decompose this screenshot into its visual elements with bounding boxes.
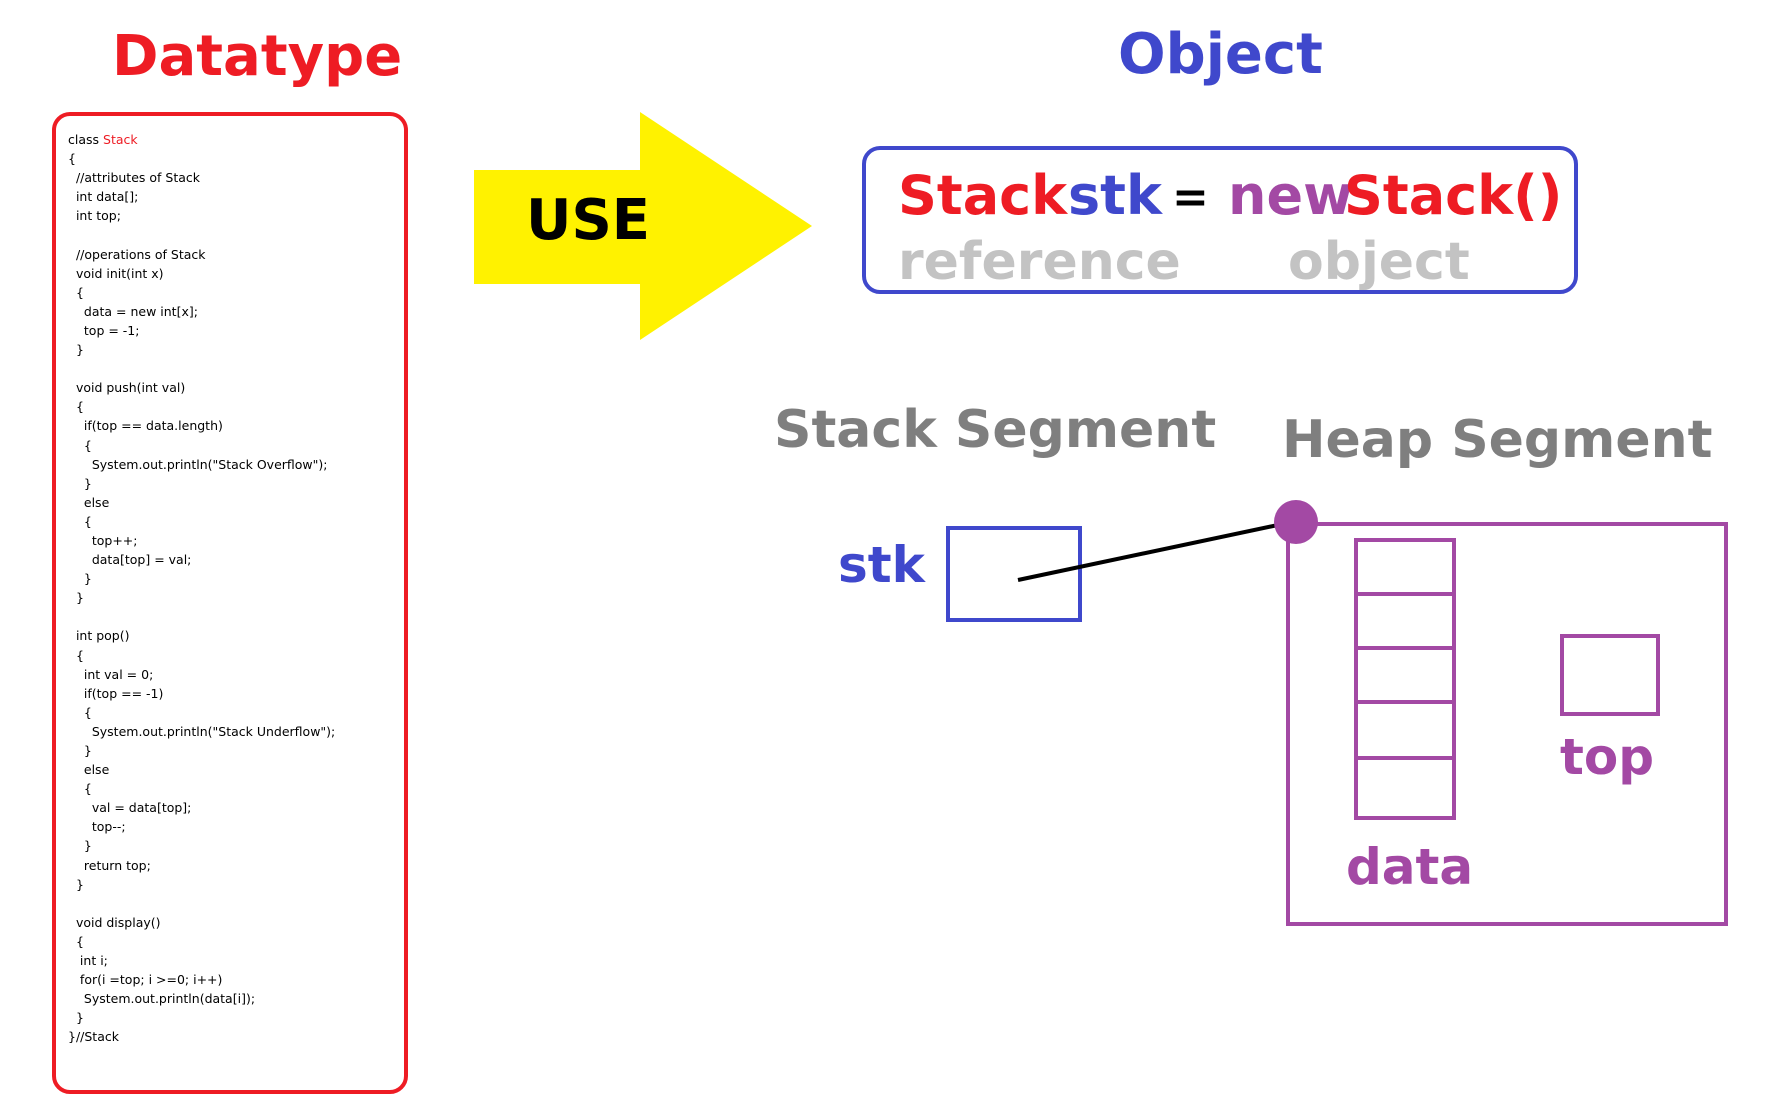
code-line: {	[68, 647, 84, 663]
code-line: int i;	[68, 953, 108, 969]
reference-label: reference	[898, 232, 1181, 292]
code-line: {	[68, 513, 92, 529]
code-line: void init(int x)	[68, 265, 164, 281]
code-line: data = new int[x];	[68, 303, 198, 319]
code-line: {	[68, 781, 92, 797]
code-box	[52, 112, 408, 1094]
code-line: {	[68, 704, 92, 720]
code-line: }//Stack	[68, 1029, 119, 1045]
use-label: USE	[526, 188, 651, 253]
top-box	[1560, 634, 1660, 716]
code-line: //operations of Stack	[68, 246, 206, 262]
code-line: }	[68, 571, 92, 587]
code-line: {	[68, 399, 84, 415]
code-line: else	[68, 762, 110, 778]
code-line: int pop()	[68, 628, 130, 644]
code-line: {	[68, 437, 92, 453]
code-line: data[top] = val;	[68, 552, 192, 568]
code-line: top = -1;	[68, 322, 140, 338]
code-line: }	[68, 590, 84, 606]
code-line: if(top == -1)	[68, 685, 164, 701]
code-line: void push(int val)	[68, 380, 186, 396]
code-block: class Stack { //attributes of Stack int d…	[68, 130, 335, 1047]
data-array-outline	[1354, 538, 1456, 820]
object-statement-box	[862, 146, 1578, 294]
code-line: class Stack	[68, 132, 138, 147]
reference-dot	[1274, 500, 1318, 544]
code-line: System.out.println("Stack Underflow");	[68, 723, 336, 739]
code-line: System.out.println("Stack Overflow");	[68, 456, 328, 472]
code-line: void display()	[68, 914, 161, 930]
statement-variable: stk	[1068, 164, 1162, 227]
object-label: object	[1288, 232, 1470, 292]
code-line: val = data[top];	[68, 800, 192, 816]
statement-constructor: Stack()	[1344, 164, 1563, 227]
code-line: return top;	[68, 857, 151, 873]
code-line: }	[68, 876, 84, 892]
object-title: Object	[1118, 22, 1323, 87]
code-line: if(top == data.length)	[68, 418, 223, 434]
code-line: {	[68, 284, 84, 300]
datatype-title: Datatype	[112, 24, 403, 89]
heap-object-box	[1286, 522, 1728, 926]
code-line: int top;	[68, 208, 121, 224]
stk-box	[946, 526, 1082, 622]
statement-new-keyword: new	[1228, 164, 1353, 227]
code-line: }	[68, 743, 92, 758]
reference-line	[1017, 520, 1293, 582]
code-line: top++;	[68, 532, 138, 548]
code-line: int data[];	[68, 189, 139, 205]
code-line: top--;	[68, 819, 126, 835]
code-line: for(i =top; i >=0; i++)	[68, 972, 223, 988]
heap-segment-title: Heap Segment	[1282, 410, 1713, 470]
code-line: }	[68, 1010, 84, 1026]
code-line: {	[68, 151, 76, 167]
statement-type: Stack	[898, 164, 1068, 227]
stack-segment-title: Stack Segment	[774, 400, 1217, 460]
code-line: //attributes of Stack	[68, 170, 201, 186]
code-line: }	[68, 475, 92, 491]
code-line: }	[68, 838, 92, 854]
code-line: System.out.println(data[i]);	[68, 991, 256, 1007]
code-line: }	[68, 342, 84, 358]
top-label: top	[1560, 728, 1655, 786]
stk-label: stk	[838, 536, 925, 594]
code-line: {	[68, 933, 84, 949]
data-array	[1354, 538, 1456, 820]
code-class-name: Stack	[103, 132, 138, 147]
code-line: int val = 0;	[68, 666, 154, 682]
code-line: else	[68, 494, 110, 510]
data-label: data	[1346, 838, 1474, 896]
statement-equals: =	[1172, 172, 1209, 223]
use-arrow	[474, 112, 812, 340]
